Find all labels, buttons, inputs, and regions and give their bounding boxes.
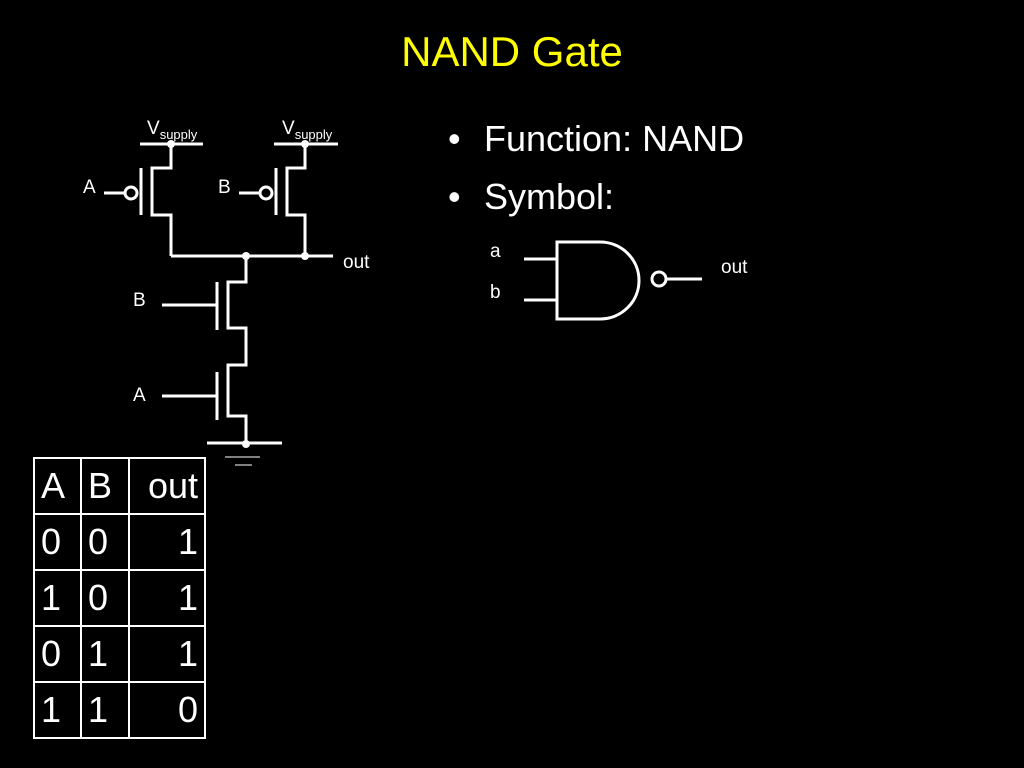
bullet-item: •Symbol: <box>448 176 615 217</box>
nand-gate-symbol <box>524 240 702 321</box>
table-cell: 1 <box>33 569 82 627</box>
table-cell: 1 <box>80 625 130 683</box>
table-cell: 1 <box>128 513 206 571</box>
symbol-input-a-label: a <box>490 241 501 262</box>
table-row: 0 0 1 <box>33 513 206 571</box>
nmos-transistor-b <box>162 256 248 444</box>
node-dot <box>301 252 309 260</box>
header-cell: B <box>80 457 130 515</box>
table-cell: 1 <box>80 681 130 739</box>
symbol-output-label: out <box>721 257 748 278</box>
table-cell: 1 <box>128 569 206 627</box>
table-cell: 0 <box>80 569 130 627</box>
bullet-list: •Function: NAND •Symbol: <box>448 118 744 234</box>
table-cell: 0 <box>33 513 82 571</box>
table-cell: 1 <box>33 681 82 739</box>
header-cell: out <box>128 457 206 515</box>
out-label: out <box>343 252 370 273</box>
pmos-transistor-a <box>104 144 173 256</box>
table-cell: 0 <box>80 513 130 571</box>
nand-output-bubble <box>650 270 668 288</box>
table-cell: 0 <box>128 681 206 739</box>
nmos-b-label: B <box>133 290 146 311</box>
node-dot <box>301 140 309 148</box>
header-cell: A <box>33 457 82 515</box>
slide-title: NAND Gate <box>401 28 623 75</box>
vsupply-label-right: Vsupply <box>282 118 333 142</box>
table-row: 0 1 1 <box>33 625 206 683</box>
pmos-a-bubble <box>123 185 139 201</box>
symbol-input-b-label: b <box>490 282 501 303</box>
table-cell: 0 <box>33 625 82 683</box>
nmos-a-label: A <box>133 385 146 406</box>
vsupply-label-left: Vsupply <box>147 118 198 142</box>
table-row: 1 1 0 <box>33 681 206 739</box>
node-dot <box>242 440 250 448</box>
nmos-transistor-a <box>162 372 219 420</box>
table-cell: 1 <box>128 625 206 683</box>
table-header-row: A B out <box>33 457 206 515</box>
bullet-item: •Function: NAND <box>448 118 745 159</box>
truth-table: A B out 0 0 1 1 0 1 0 1 1 1 1 0 <box>33 457 206 739</box>
pmos-a-label: A <box>83 177 96 198</box>
pmos-transistor-b <box>239 144 307 256</box>
pmos-b-label: B <box>218 177 231 198</box>
pmos-b-bubble <box>258 185 274 201</box>
table-row: 1 0 1 <box>33 569 206 627</box>
node-dot <box>167 140 175 148</box>
node-dot <box>242 252 250 260</box>
